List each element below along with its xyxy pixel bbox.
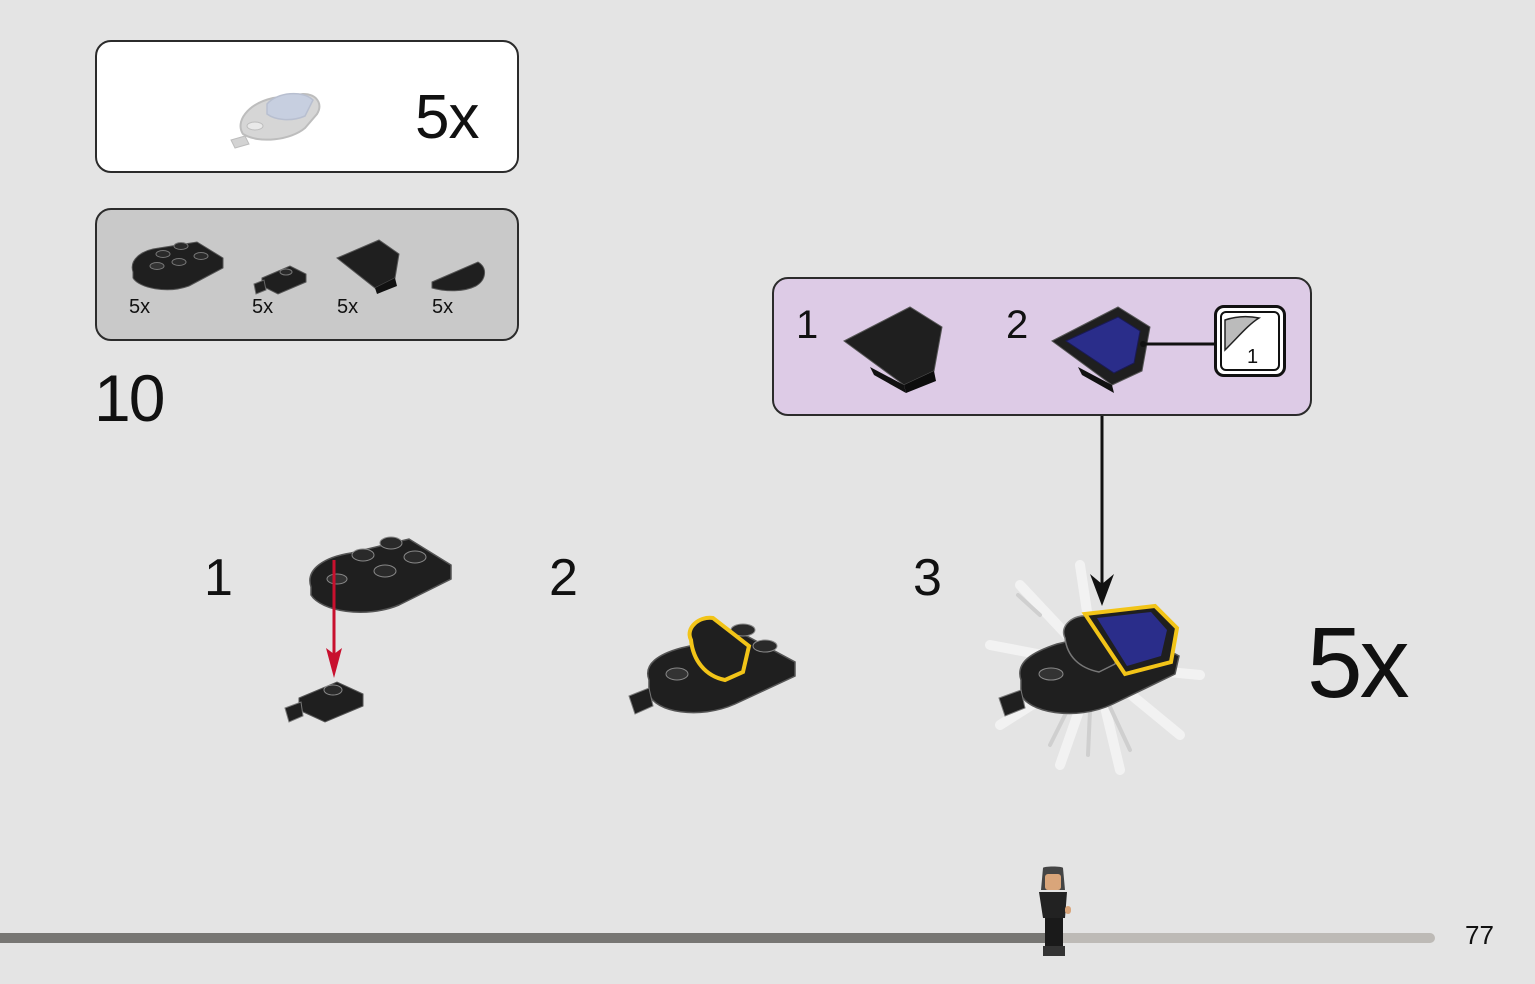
down-arrow-icon (1090, 416, 1114, 606)
wedge-tile-icon (336, 239, 400, 294)
substep-box-number-2: 2 (1006, 303, 1029, 347)
sticker-leader-line (1140, 341, 1220, 347)
step-number: 10 (94, 361, 165, 435)
subassembly-preview-icon (230, 92, 321, 149)
assembly-arrow-icon (326, 560, 342, 678)
progress-track (0, 933, 1435, 943)
sticker-number: 1 (1247, 346, 1259, 368)
clip-plate-icon (253, 265, 307, 295)
substep-number-3: 3 (913, 549, 942, 607)
sticker-substep-box: 1 2 1 (772, 277, 1312, 416)
parts-qty-3: 5x (337, 296, 359, 318)
parts-qty-4: 5x (432, 296, 454, 318)
clip-plate-icon (284, 681, 364, 723)
assembly-step-3-icon (998, 603, 1180, 717)
progress-fill (0, 933, 1048, 943)
round-plate-icon (309, 536, 452, 613)
subassembly-callout: 5x (95, 40, 519, 173)
subassembly-quantity: 5x (415, 83, 479, 152)
wedge-tile-with-sticker-icon (1051, 306, 1151, 393)
substep-box-number-1: 1 (796, 303, 819, 347)
minifigure-icon (1039, 866, 1071, 956)
assembly-step-2-icon (628, 615, 796, 715)
substep-number-1: 1 (204, 549, 233, 607)
sticker-frame (1220, 311, 1280, 371)
half-round-tile-icon (431, 261, 485, 292)
sticker-callout: 1 (1214, 305, 1286, 377)
page-number: 77 (1465, 920, 1494, 950)
parts-qty-1: 5x (129, 296, 151, 318)
wedge-tile-icon (843, 306, 943, 393)
parts-qty-2: 5x (252, 296, 274, 318)
substep-number-2: 2 (549, 549, 578, 607)
repeat-quantity: 5x (1307, 607, 1410, 719)
sticker-peel-icon (1224, 315, 1262, 352)
round-plate-icon (131, 241, 224, 291)
parts-list: 5x 5x 5x 5x (95, 208, 519, 341)
